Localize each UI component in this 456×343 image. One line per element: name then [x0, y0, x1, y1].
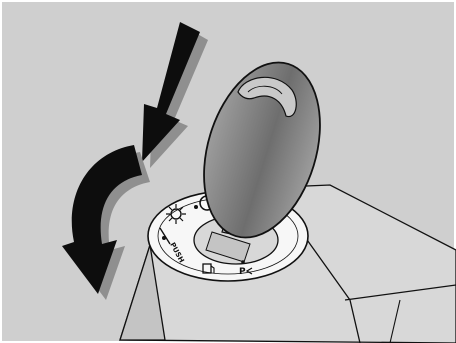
- park-label: P: [239, 267, 246, 277]
- position-dot-1: [194, 205, 198, 209]
